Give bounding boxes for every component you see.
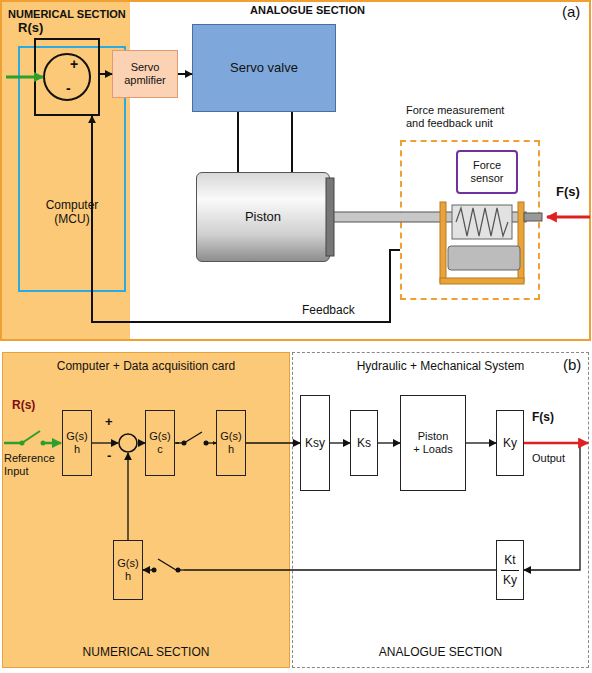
- transfer-block: G(s) c: [145, 410, 175, 476]
- transfer-block: G(s) h: [216, 410, 246, 476]
- transfer-block: G(s) h: [113, 540, 143, 600]
- signal-name: R(s): [12, 398, 35, 412]
- sampler-switch: [176, 432, 213, 448]
- panel-frame: [1, 1, 590, 340]
- sampler-switch: [4, 431, 61, 446]
- panel-letter: (a): [562, 3, 580, 21]
- section-band: Computer + Data acquisition cardNUMERICA…: [2, 352, 290, 668]
- panel-letter: (b): [563, 356, 581, 374]
- node-text: ANALOGUE SECTION: [293, 645, 588, 659]
- sampler-switch: [150, 559, 184, 577]
- node-text: Force measurement and feedback unit: [406, 104, 518, 130]
- node-text: G(s) h: [116, 557, 140, 583]
- node-text: Ksy: [305, 436, 325, 450]
- summing-junction: +-: [118, 433, 138, 453]
- connector: [524, 443, 580, 570]
- section-band: NUMERICAL SECTIONComputer (MCU)+-: [2, 2, 130, 340]
- output-arrow: [524, 442, 588, 445]
- connector: [138, 442, 145, 443]
- summing-junction: +-: [34, 38, 100, 116]
- force-sensor: Force sensor: [456, 150, 518, 194]
- node-text: G(s) h: [65, 430, 89, 456]
- junction-circle: [118, 433, 138, 453]
- node-text: Servo valve: [230, 60, 298, 76]
- junction-circle: [36, 40, 98, 114]
- gain-block: Ks: [350, 410, 378, 476]
- transfer-block: G(s) h: [62, 410, 92, 476]
- node-text: Ky: [503, 573, 517, 587]
- connector: [143, 569, 496, 570]
- connector: [291, 112, 293, 172]
- reference-arrow: [6, 76, 43, 79]
- connector: [178, 73, 192, 75]
- node-text: Ks: [357, 436, 371, 450]
- node-text: G(s) c: [148, 430, 172, 456]
- cylinder-cap: [326, 178, 334, 256]
- section-label: ANALOGUE SECTION: [250, 4, 365, 17]
- sensor-gain-block: KtKy: [496, 540, 524, 600]
- signal-name: F(s): [556, 184, 580, 200]
- node-text: Computer (MCU): [40, 198, 104, 227]
- node-text: Ky: [503, 436, 517, 450]
- connector: [330, 442, 350, 443]
- force-arrow: [547, 216, 590, 219]
- signal-name: R(s): [18, 20, 43, 36]
- node-text: Piston + Loads: [413, 430, 453, 456]
- piston-cylinder: Piston: [196, 172, 330, 262]
- node-text: NUMERICAL SECTION: [3, 645, 289, 659]
- signal-note: Reference Input: [4, 452, 60, 478]
- node-text: Hydraulic + Mechanical System: [293, 359, 588, 373]
- node-text: G(s) h: [219, 430, 243, 456]
- computer-box: Computer (MCU) + -: [18, 46, 126, 292]
- connector: [378, 442, 400, 443]
- node-text: Kt: [501, 553, 518, 570]
- connector: [127, 453, 128, 540]
- signal-note: Output: [532, 452, 565, 465]
- connector-label: Feedback: [300, 303, 357, 317]
- valve-box: Servo valve: [192, 24, 336, 112]
- connector: [466, 442, 496, 443]
- node-text: Servo apmlifier: [116, 61, 174, 87]
- node-text: -: [66, 80, 78, 97]
- node-text: Computer + Data acquisition card: [3, 359, 289, 373]
- connector: [100, 73, 112, 75]
- signal-name: F(s): [532, 410, 554, 424]
- amplifier-box: Servo apmlifier: [112, 50, 178, 98]
- sensor-mechanism: [440, 202, 542, 284]
- node-text: -: [107, 448, 117, 464]
- connector: [237, 112, 239, 172]
- node-text: +: [105, 414, 115, 430]
- node-text: Force sensor: [460, 159, 514, 185]
- node-text: +: [70, 56, 82, 73]
- section-band: Hydraulic + Mechanical SystemANALOGUE SE…: [292, 352, 589, 668]
- node-text: Piston: [245, 209, 281, 225]
- gain-block: Ky: [496, 410, 524, 476]
- connector: [92, 442, 118, 443]
- plant-block: Piston + Loads: [400, 395, 466, 491]
- node-text: NUMERICAL SECTION: [8, 8, 130, 21]
- connector: [246, 442, 300, 443]
- gain-block: Ksy: [300, 395, 330, 491]
